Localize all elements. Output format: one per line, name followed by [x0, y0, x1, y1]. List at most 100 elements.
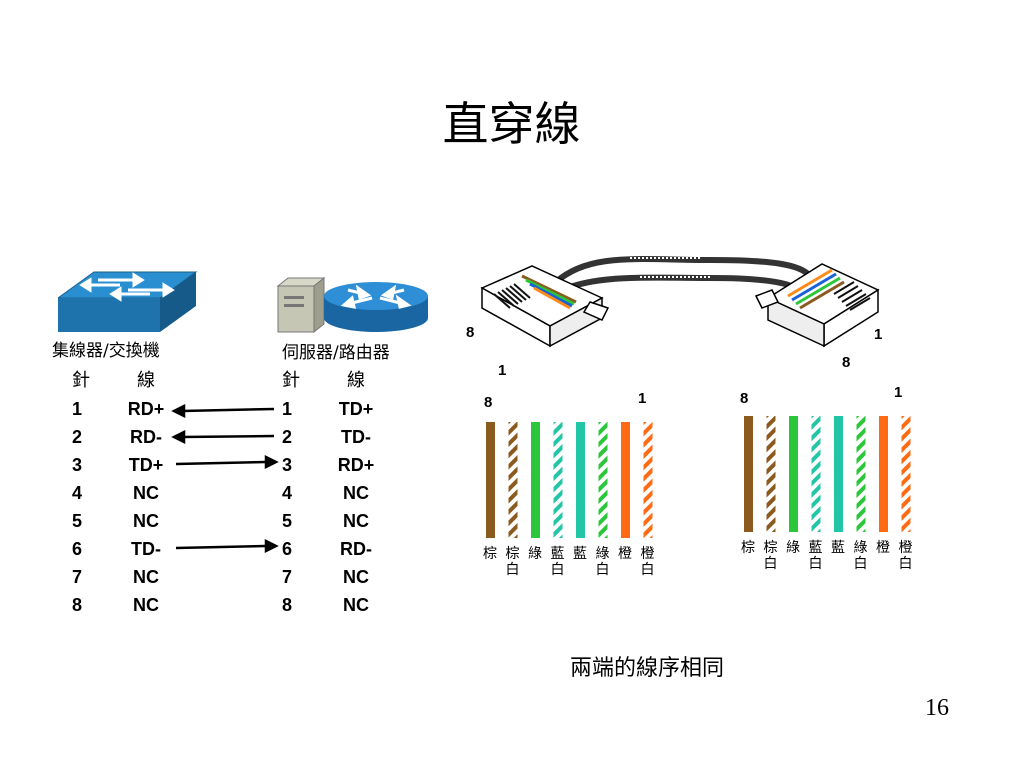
left-wire-3	[531, 422, 540, 538]
right-wire-8	[901, 416, 911, 532]
right-wire-label: 棕	[764, 540, 778, 556]
left-group-label-8: 8	[484, 394, 493, 411]
left-wire-sublabel: 白	[506, 562, 520, 578]
left-wire-sublabel: 白	[551, 562, 565, 578]
left-rj45-connector	[480, 265, 610, 348]
right-wire-label: 綠	[786, 540, 800, 556]
right-wire-3	[789, 416, 798, 532]
right-wire-group: 棕棕白綠藍白藍綠白橙橙白	[741, 416, 913, 572]
left-header-pin: 針	[72, 370, 90, 391]
left-wire-label: 藍	[551, 546, 565, 562]
right-wire-2	[766, 416, 776, 532]
left-wire-6	[598, 422, 608, 538]
page-number: 16	[925, 695, 949, 721]
left-pin-number: 7	[72, 567, 83, 587]
left-wire-label: 藍	[573, 546, 587, 562]
right-wire-5	[834, 416, 843, 532]
arrow-pin2	[181, 434, 275, 439]
arrow-pin6	[175, 544, 267, 550]
left-pin-number: 5	[72, 511, 83, 531]
right-pin-number: 8	[282, 595, 293, 615]
right-pin-number: 1	[282, 399, 293, 419]
left-pin-signal: NC	[133, 567, 159, 587]
right-wire-sublabel: 白	[764, 556, 778, 572]
right-group-label-1: 1	[894, 384, 903, 401]
right-device-label: 伺服器/路由器	[282, 343, 390, 363]
left-pin-signal: RD+	[127, 399, 165, 419]
arrow-pin6-head	[264, 538, 279, 554]
right-wire-label: 橙	[876, 540, 890, 556]
left-pin-signal: NC	[133, 483, 159, 503]
right-pin-signal: NC	[343, 511, 369, 531]
left-wire-2	[508, 422, 518, 538]
right-connector-label-8: 8	[842, 354, 851, 371]
right-pin-signal: TD+	[338, 399, 374, 419]
left-pin-number: 8	[72, 595, 83, 615]
page-title: 直穿線	[442, 97, 581, 151]
right-pin-signal: TD-	[341, 427, 371, 447]
left-wire-5	[576, 422, 585, 538]
right-pin-signal: NC	[343, 567, 369, 587]
left-connector-label-1: 1	[498, 362, 507, 379]
left-pin-number: 4	[72, 483, 83, 503]
arrow-pin3	[175, 460, 267, 466]
left-wire-group: 棕棕白綠藍白藍綠白橙橙白	[483, 422, 655, 578]
right-wire-7	[879, 416, 888, 532]
right-pin-signal: NC	[343, 595, 369, 615]
caption: 兩端的線序相同	[570, 656, 725, 681]
arrow-pin3-head	[264, 454, 279, 470]
cable-illustration	[480, 256, 880, 348]
right-pin-number: 5	[282, 511, 293, 531]
left-wire-8	[643, 422, 653, 538]
right-wire-sublabel: 白	[809, 556, 823, 572]
left-wire-label: 綠	[596, 546, 610, 562]
right-pin-number: 7	[282, 567, 293, 587]
right-group-label-8: 8	[740, 390, 749, 407]
left-device-label: 集線器/交換機	[52, 341, 160, 361]
left-pin-number: 2	[72, 427, 83, 447]
left-header-wire: 線	[137, 370, 155, 391]
right-wire-sublabel: 白	[899, 556, 913, 572]
left-pin-signal: NC	[133, 595, 159, 615]
right-pin-signal: NC	[343, 483, 369, 503]
right-header-wire: 線	[347, 370, 365, 391]
left-wire-label: 棕	[506, 546, 520, 562]
right-wire-1	[744, 416, 753, 532]
left-wire-sublabel: 白	[641, 562, 655, 578]
left-wire-label: 橙	[641, 546, 655, 562]
left-group-label-1: 1	[638, 390, 647, 407]
right-pin-number: 6	[282, 539, 293, 559]
left-wire-1	[486, 422, 495, 538]
left-wire-label: 棕	[483, 546, 497, 562]
left-pin-number: 6	[72, 539, 83, 559]
right-pin-signal: RD+	[337, 455, 375, 475]
pin-arrows	[171, 403, 279, 554]
right-wire-label: 棕	[741, 540, 755, 556]
right-wire-label: 橙	[899, 540, 913, 556]
right-pin-number: 3	[282, 455, 293, 475]
right-wire-6	[856, 416, 866, 532]
left-pin-signal: RD-	[130, 427, 162, 447]
right-wire-label: 綠	[854, 540, 868, 556]
left-pin-signal: NC	[133, 511, 159, 531]
right-wire-label: 藍	[831, 540, 845, 556]
right-rj45-connector	[754, 263, 880, 348]
right-wire-4	[811, 416, 821, 532]
left-pin-signal: TD-	[131, 539, 161, 559]
left-wire-label: 綠	[528, 546, 542, 562]
right-wire-sublabel: 白	[854, 556, 868, 572]
arrow-pin1-head	[171, 403, 186, 419]
arrow-pin2-head	[171, 429, 186, 445]
right-pin-number: 2	[282, 427, 293, 447]
right-header-pin: 針	[282, 370, 300, 391]
arrow-pin1	[181, 407, 275, 413]
left-pin-signal: TD+	[128, 455, 164, 475]
switch-icon	[58, 271, 198, 332]
right-pin-signal: RD-	[340, 539, 372, 559]
left-pin-number: 3	[72, 455, 83, 475]
right-wire-label: 藍	[809, 540, 823, 556]
server-router-icon	[276, 276, 428, 334]
left-wire-7	[621, 422, 630, 538]
left-pin-number: 1	[72, 399, 83, 419]
left-wire-label: 橙	[618, 546, 632, 562]
